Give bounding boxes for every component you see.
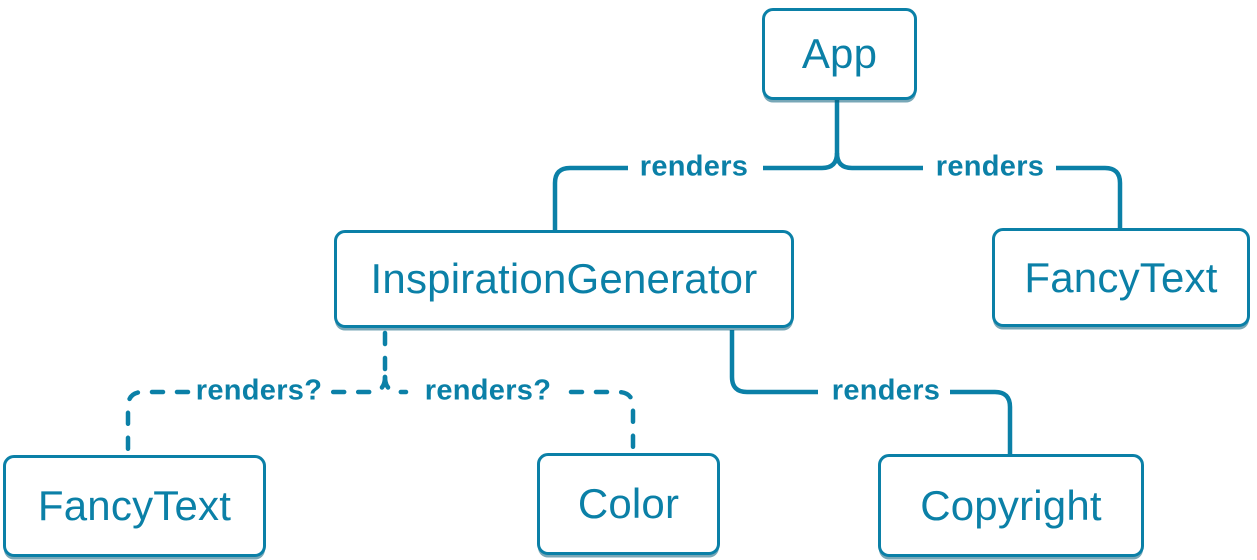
- edge-label-renders-question-left: renders?: [195, 374, 323, 407]
- node-fancy-text-bottom: FancyText: [3, 455, 266, 557]
- edge-inspirationgenerator-to-copyright: [729, 330, 1013, 455]
- edge-label-renders-right: renders: [935, 150, 1045, 183]
- node-color: Color: [537, 453, 720, 555]
- node-inspiration-generator: InspirationGenerator: [334, 230, 794, 328]
- node-fancy-text-top: FancyText: [992, 228, 1250, 327]
- edge-inspirationgenerator-to-color-dashed: [382, 374, 636, 457]
- node-copyright-label: Copyright: [920, 481, 1102, 529]
- node-color-label: Color: [577, 480, 680, 527]
- edge-label-renders-left: renders: [639, 150, 749, 183]
- edge-label-renders-bottom: renders: [831, 374, 941, 407]
- node-app: App: [762, 8, 917, 100]
- edge-app-to-fancytext: [834, 152, 1123, 230]
- node-fancy-text-top-label: FancyText: [1024, 253, 1218, 301]
- node-inspiration-generator-label: InspirationGenerator: [370, 255, 758, 302]
- node-app-label: App: [801, 30, 878, 77]
- node-copyright: Copyright: [878, 454, 1144, 557]
- edge-label-renders-question-right: renders?: [424, 374, 552, 407]
- node-fancy-text-bottom-label: FancyText: [37, 482, 232, 529]
